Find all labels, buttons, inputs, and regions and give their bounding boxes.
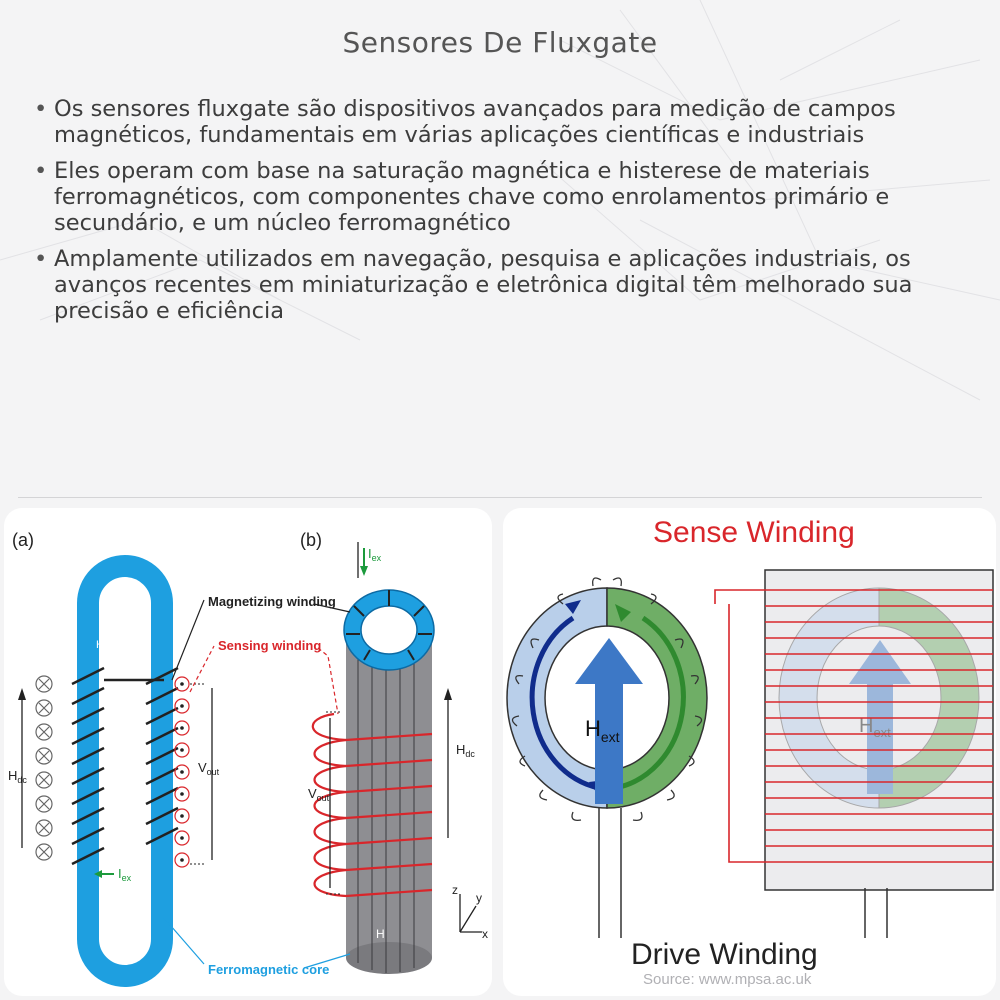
- axis-triad: [459, 894, 482, 933]
- i-ex-label-a: Iex: [118, 866, 132, 883]
- bullet-item: Eles operam com base na saturação magnét…: [32, 158, 962, 236]
- label-a: (a): [12, 530, 34, 550]
- ferromagnetic-core-label: Ferromagnetic core: [208, 962, 329, 977]
- magnetizing-coil-right: [145, 666, 179, 846]
- axis-z-label: z: [452, 883, 458, 897]
- v-out-label-b: Vout: [308, 786, 330, 803]
- sensing-dot-column: [174, 676, 190, 868]
- sense-drive-diagram: Sense Winding Hext: [506, 516, 994, 988]
- field-cross-column: [35, 675, 53, 861]
- axis-x-label: x: [482, 927, 488, 941]
- h-dc-label-b: Hdc: [456, 742, 475, 759]
- h-dc-label-a: Hdc: [8, 768, 27, 785]
- magnetizing-coil-left: [71, 666, 105, 866]
- bullet-list: Os sensores fluxgate são dispositivos av…: [32, 96, 962, 334]
- toroid-right: Hext: [714, 569, 994, 938]
- axis-y-label: y: [476, 891, 482, 905]
- sensing-coil-b: [311, 712, 433, 898]
- page-title: Sensores De Fluxgate: [342, 26, 658, 59]
- drive-winding-title: Drive Winding: [631, 938, 818, 971]
- label-b: (b): [300, 530, 322, 550]
- source-watermark: Source: www.mpsa.ac.uk: [643, 971, 812, 988]
- sensing-winding-label: Sensing winding: [218, 638, 321, 653]
- bullet-item: Amplamente utilizados em navegação, pesq…: [32, 246, 962, 324]
- i-ex-label-b: Iex: [368, 546, 382, 563]
- sense-drive-winding-panel: Sense Winding Hext: [503, 508, 996, 996]
- v-out-label-a: Vout: [198, 760, 220, 777]
- racetrack-core: [77, 555, 173, 987]
- h-ext-label-faded: Hext: [859, 715, 891, 740]
- h-ext-label: Hext: [585, 716, 620, 745]
- h-ex-label: Hex: [96, 639, 112, 653]
- toroid-left: Hext: [506, 577, 708, 938]
- fluxgate-diagram-panel: (a) (b) Hex: [4, 508, 492, 996]
- bullet-item: Os sensores fluxgate são dispositivos av…: [32, 96, 962, 148]
- magnetizing-winding-label: Magnetizing winding: [208, 594, 336, 609]
- sense-winding-lines: [765, 589, 993, 863]
- h-phi-label: H: [376, 927, 385, 941]
- fluxgate-diagram: (a) (b) Hex: [8, 530, 488, 987]
- sense-winding-title: Sense Winding: [653, 516, 855, 549]
- section-divider: [18, 497, 982, 498]
- cylinder-core: [346, 628, 432, 958]
